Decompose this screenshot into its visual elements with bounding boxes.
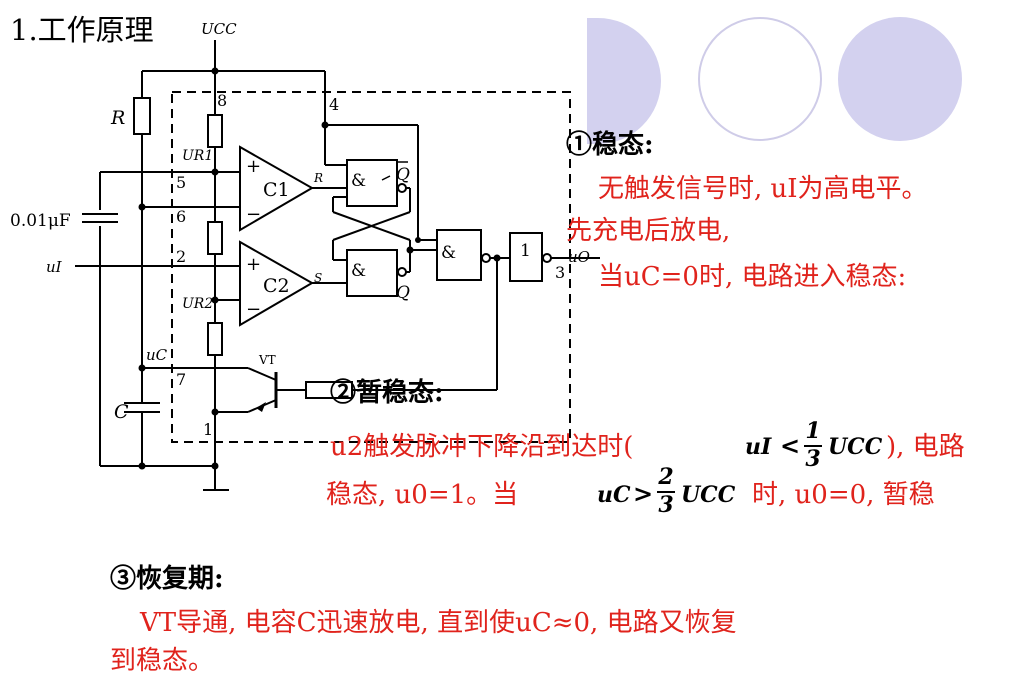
pin-7: 7 bbox=[176, 370, 186, 389]
stable-title: ①稳态: bbox=[566, 130, 654, 160]
comparator-c2 bbox=[239, 240, 315, 327]
nand1-symbol: & bbox=[351, 171, 366, 191]
formula-1-num: 1 bbox=[805, 418, 821, 444]
temp-line-2-b: 时, u0=0, 暂稳 bbox=[752, 480, 935, 510]
recovery-line-1: VT导通, 电容C迅速放电, 直到使uC≈0, 电路又恢复 bbox=[140, 608, 737, 638]
s-input-label: S bbox=[314, 271, 322, 285]
q-label: Q bbox=[396, 283, 410, 303]
vt-label: VT bbox=[258, 353, 276, 367]
resistor-divider-top bbox=[207, 114, 223, 148]
r-input-label: R bbox=[313, 171, 323, 185]
decor-ring-circle bbox=[698, 17, 822, 141]
stable-line-3: 当uC=0时, 电路进入稳态: bbox=[598, 262, 907, 292]
svg-text:−: − bbox=[246, 204, 261, 225]
formula-1-fraction: 1 3 bbox=[802, 420, 824, 472]
formula-2-op: > bbox=[633, 479, 654, 508]
ur2-label: UR2 bbox=[182, 296, 213, 312]
nand3-symbol: & bbox=[441, 243, 456, 263]
recovery-title: ③恢复期: bbox=[110, 564, 224, 594]
stable-line-2: 先充电后放电, bbox=[566, 216, 731, 246]
formula-1-den: 3 bbox=[805, 446, 821, 472]
svg-text:+: + bbox=[246, 156, 261, 177]
pin-4: 4 bbox=[329, 95, 339, 114]
ur1-label: UR1 bbox=[182, 148, 213, 164]
comparator-c1 bbox=[239, 145, 315, 232]
cap-small-label: 0.01μF bbox=[10, 211, 71, 231]
formula-1-rhs: UCC bbox=[828, 434, 883, 460]
nand2-symbol: & bbox=[351, 261, 366, 281]
page-title: 1.工作原理 bbox=[10, 13, 154, 47]
formula-2-rhs: UCC bbox=[681, 482, 736, 508]
resistor-divider-bottom bbox=[207, 322, 223, 356]
recovery-line-2: 到稳态。 bbox=[110, 646, 215, 676]
resistor-r bbox=[133, 97, 151, 135]
nand-gate-1 bbox=[346, 159, 398, 207]
formula-1-bar bbox=[804, 445, 822, 447]
temp-line-1-b: ), 电路 bbox=[886, 432, 965, 462]
circuit-diagram: + − + − UCC R 0.01μF C uI uC UR1 UR2 C1 … bbox=[10, 20, 600, 491]
pin-2: 2 bbox=[176, 247, 186, 266]
not-symbol: 1 bbox=[520, 241, 531, 261]
temp-line-2-a: 稳态, u0=1。当 bbox=[326, 480, 519, 510]
c1-label: C1 bbox=[263, 179, 290, 201]
svg-text:+: + bbox=[246, 254, 261, 275]
stable-line-1: 无触发信号时, uI为高电平。 bbox=[598, 174, 928, 204]
r-label: R bbox=[110, 107, 125, 129]
temp-title: ②暂稳态: bbox=[330, 378, 444, 408]
pin-1: 1 bbox=[203, 420, 213, 439]
qbar-label: Q bbox=[396, 165, 410, 185]
formula-1-op: < bbox=[780, 431, 801, 460]
uc-label: uC bbox=[146, 346, 168, 364]
nand-gate-2 bbox=[346, 249, 398, 297]
formula-2-var: uC bbox=[597, 482, 631, 508]
vcc-label: UCC bbox=[201, 20, 237, 38]
inverter-gate bbox=[509, 232, 543, 282]
pin-6: 6 bbox=[176, 207, 186, 226]
c2-label: C2 bbox=[263, 275, 290, 297]
formula-2-num: 2 bbox=[658, 464, 674, 490]
cap-c-label: C bbox=[114, 401, 129, 423]
formula-2-fraction: 2 3 bbox=[655, 466, 677, 518]
pin-3: 3 bbox=[555, 263, 565, 282]
formula-1-var: uI bbox=[745, 434, 772, 460]
uo-label: uO bbox=[568, 248, 590, 266]
nand-gate-3 bbox=[436, 229, 482, 281]
ui-label: uI bbox=[46, 258, 63, 276]
decor-filled-circle bbox=[838, 17, 962, 141]
formula-2-bar bbox=[657, 491, 675, 493]
resistor-divider-mid bbox=[207, 221, 223, 255]
svg-text:−: − bbox=[246, 299, 261, 320]
formula-2-den: 3 bbox=[658, 492, 674, 518]
temp-line-1-a: u2触发脉冲下降沿到达时( bbox=[330, 432, 634, 462]
pin-5: 5 bbox=[176, 173, 186, 192]
pin-8: 8 bbox=[217, 91, 227, 110]
